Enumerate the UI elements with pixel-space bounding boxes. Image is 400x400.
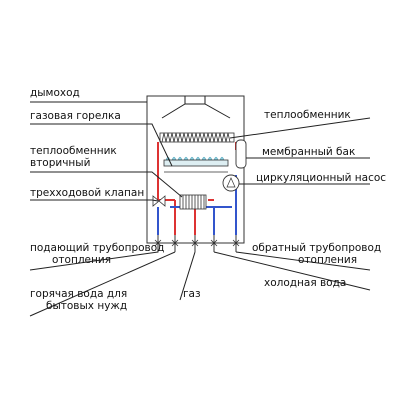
label-supply-1: подающий трубопровод [30, 242, 164, 254]
label-chimney: дымоход [30, 87, 80, 99]
tap-stubs [157, 235, 237, 252]
label-secondary-hx-1: теплообменник [30, 145, 117, 157]
label-gas-burner: газовая горелка [30, 110, 121, 122]
label-circ-pump: циркуляционный насос [256, 172, 386, 184]
expansion-tank [235, 139, 247, 169]
gas-burner [163, 159, 229, 167]
label-supply-2: отопления [52, 254, 111, 266]
label-return-1: обратный трубопровод [252, 242, 381, 254]
label-cold-water: холодная вода [264, 277, 346, 289]
label-heat-exchanger: теплообменник [264, 109, 351, 121]
secondary-heat-exchanger [179, 194, 207, 210]
label-secondary-hx-2: вторичный [30, 157, 90, 169]
label-dhw-2: бытовых нужд [46, 300, 127, 312]
circulation-pump [222, 174, 240, 192]
label-gas: газ [183, 288, 201, 300]
label-expansion-tank: мембранный бак [262, 146, 355, 158]
primary-heat-exchanger [159, 132, 235, 143]
chimney-hood [161, 96, 231, 119]
label-dhw-1: горячая вода для [30, 288, 127, 300]
label-three-way-valve: трехходовой клапан [30, 187, 144, 199]
three-way-valve [152, 195, 166, 207]
label-return-2: отопления [298, 254, 357, 266]
leader-lines [29, 101, 371, 317]
